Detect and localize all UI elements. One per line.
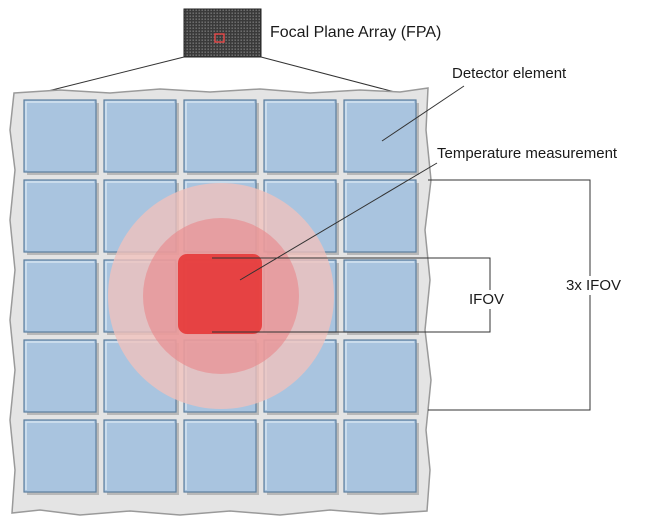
temperature-measurement-label: Temperature measurement: [437, 145, 618, 162]
detector-cell: [23, 179, 99, 255]
detector-cell: [103, 99, 179, 175]
detector-cell: [263, 419, 339, 495]
temperature-leader: [239, 162, 438, 281]
detector-element-label: Detector element: [452, 65, 567, 82]
three-x-ifov-label: 3x IFOV: [565, 276, 623, 295]
detector-cell: [183, 419, 259, 495]
detector-cell: [343, 179, 419, 255]
detector-cell: [183, 99, 259, 175]
detector-cell: [343, 259, 419, 335]
measurement-spot: [108, 183, 334, 409]
fpa-chip-icon: [183, 8, 262, 58]
measured-pixel: [178, 254, 262, 334]
detector-cell: [23, 419, 99, 495]
detector-cell: [103, 419, 179, 495]
detector-leader: [381, 85, 465, 142]
detector-cell: [23, 99, 99, 175]
ifov-label: IFOV: [469, 290, 505, 309]
detector-cell: [343, 339, 419, 415]
fpa-label: Focal Plane Array (FPA): [270, 24, 442, 41]
three-x-ifov-bracket: [428, 179, 591, 411]
detector-cell: [263, 99, 339, 175]
detector-cell: [343, 419, 419, 495]
fpa-zoom-lines: [27, 56, 411, 97]
detector-cell: [23, 339, 99, 415]
detector-cell: [23, 259, 99, 335]
detector-cell: [343, 99, 419, 175]
